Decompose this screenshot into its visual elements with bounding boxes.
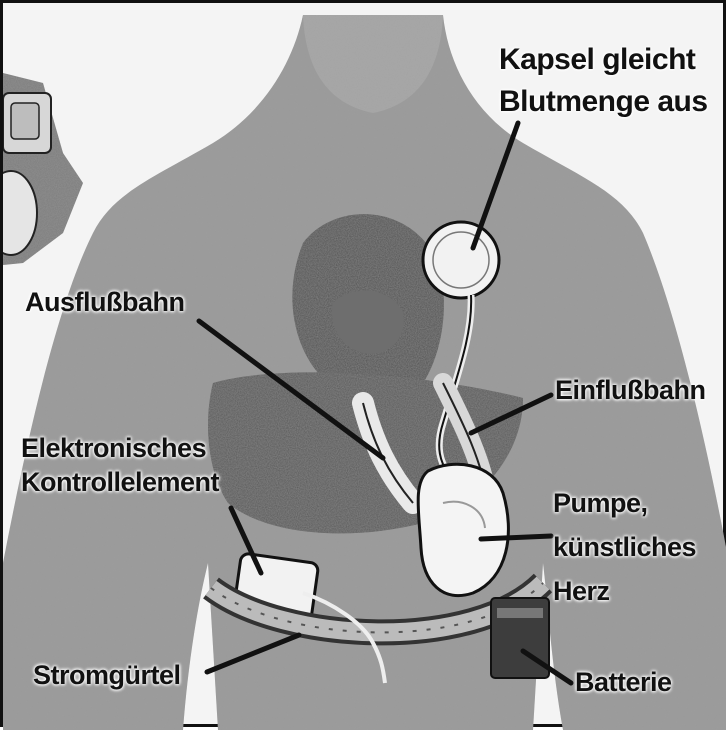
external-device-drawing — [3, 73, 83, 265]
pump-drawing — [418, 464, 508, 595]
label-capsule-line-1: Kapsel gleicht — [499, 39, 708, 81]
label-power-belt: Stromgürtel — [33, 658, 181, 692]
label-pump-line-3: Herz — [553, 569, 696, 613]
label-capsule: Kapsel gleicht Blutmenge aus — [499, 39, 708, 123]
label-control-line-1: Elektronisches — [21, 431, 219, 465]
label-control-line-2: Kontrollelement — [21, 465, 219, 499]
label-control-element: Elektronisches Kontrollelement — [21, 431, 219, 499]
battery-drawing — [491, 598, 549, 678]
label-battery: Batterie — [575, 665, 672, 699]
label-pump-line-2: künstliches — [553, 525, 696, 569]
label-capsule-line-2: Blutmenge aus — [499, 81, 708, 123]
label-pump: Pumpe, künstliches Herz — [553, 481, 696, 613]
label-pump-line-1: Pumpe, — [553, 481, 696, 525]
label-outflow: Ausflußbahn — [25, 285, 184, 319]
label-inflow: Einflußbahn — [555, 373, 705, 407]
